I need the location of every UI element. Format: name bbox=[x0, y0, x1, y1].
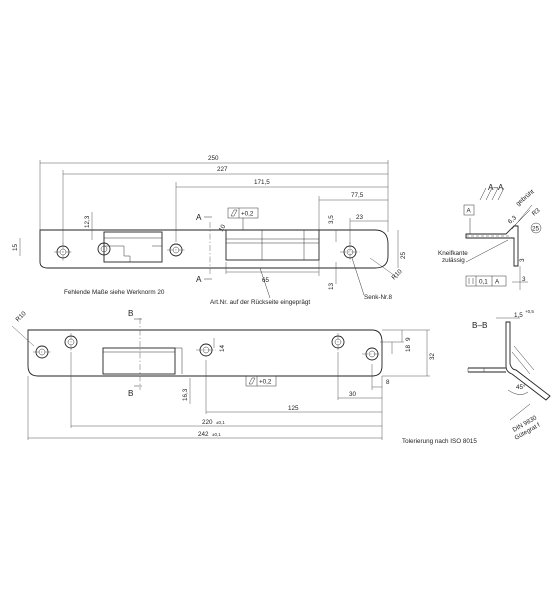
svg-text:220: 220 bbox=[202, 419, 213, 426]
bottom-latch-recess bbox=[102, 347, 176, 375]
dim-171-5: 171,5 bbox=[254, 179, 270, 186]
svg-text:+0,2: +0,2 bbox=[241, 211, 254, 218]
section-title-bb: B–B bbox=[472, 321, 488, 330]
top-latch-recess bbox=[103, 231, 163, 263]
svg-text:242: 242 bbox=[198, 431, 209, 438]
dim-12-3: 12,3 bbox=[84, 215, 91, 228]
dim-30: 30 bbox=[349, 391, 357, 398]
dim-3-5: 3,5 bbox=[328, 215, 335, 224]
dim-18: 18 bbox=[405, 344, 412, 352]
section-mark-b-bottom: B bbox=[128, 389, 134, 398]
bottom-view: B B R10 14 16,3 9 18 32 8 30 125 bbox=[11, 309, 477, 445]
top-view: A A 250 227 171,5 77,5 23 65 3,5 13 25 1… bbox=[12, 155, 407, 306]
dim-10: 10 bbox=[218, 223, 228, 233]
svg-text:0,1: 0,1 bbox=[479, 279, 488, 286]
missing-dims-note: Fehlende Maße siehe Werknorm 20 bbox=[64, 289, 165, 296]
dim-8: 8 bbox=[386, 379, 390, 386]
dim-6-3: 6,3 bbox=[507, 214, 519, 225]
edge-allowed-2: zulässig bbox=[442, 257, 465, 264]
dim-125: 125 bbox=[288, 405, 299, 412]
flatness-tolerance-bottom: +0,2 bbox=[245, 375, 277, 387]
section-b-b: B–B 1,5 +0,5 45° DIN 9830 Gütegrat f bbox=[467, 309, 551, 442]
dim-9: 9 bbox=[405, 337, 412, 341]
bottom-hole-5 bbox=[362, 347, 382, 361]
dim-227: 227 bbox=[217, 166, 228, 173]
dim-13: 13 bbox=[328, 282, 335, 290]
dim-65: 65 bbox=[262, 277, 270, 284]
svg-text:+0,2: +0,2 bbox=[259, 379, 272, 386]
section-title-aa: A–A bbox=[488, 183, 504, 192]
dim-1-5-tol: +0,5 bbox=[525, 309, 534, 314]
dim-16-3: 16,3 bbox=[182, 388, 189, 401]
top-hole-2 bbox=[97, 242, 111, 256]
top-hole-4 bbox=[340, 242, 360, 262]
section-mark-b-top: B bbox=[128, 309, 134, 318]
dim-14: 14 bbox=[219, 344, 226, 352]
top-strike-slot bbox=[225, 229, 320, 261]
dim-242: 242 ±0,1 bbox=[198, 431, 221, 438]
dim-r10-top: R10 bbox=[390, 268, 403, 281]
tolerance-note: Tolerierung nach ISO 8015 bbox=[402, 438, 477, 445]
dim-32: 32 bbox=[429, 352, 436, 360]
bottom-hole-3 bbox=[196, 343, 216, 357]
dim-23: 23 bbox=[356, 214, 364, 221]
dim-1-5: 1,5 bbox=[514, 312, 523, 319]
top-hole-1 bbox=[54, 243, 72, 261]
edge-allowed-1: Kneifkante bbox=[438, 250, 468, 257]
dim-r3: R3 bbox=[531, 207, 542, 218]
countersink-note: Senk-Nr.8 bbox=[364, 294, 392, 301]
dim-3: 3 bbox=[522, 276, 526, 283]
dim-220: 220 ±0,1 bbox=[202, 419, 225, 426]
section-mark-a-top: A bbox=[196, 213, 202, 222]
dim-15: 15 bbox=[12, 243, 19, 251]
section-bb-profile bbox=[505, 321, 551, 401]
section-mark-a-bottom: A bbox=[196, 275, 202, 284]
svg-text:±0,1: ±0,1 bbox=[212, 432, 221, 437]
bottom-hole-1 bbox=[33, 345, 51, 359]
ref-a: A bbox=[467, 208, 472, 215]
art-nr-note: Art.Nr. auf der Rückseite eingeprägt bbox=[210, 299, 310, 306]
flatness-tolerance-top: +0,2 bbox=[227, 207, 259, 230]
angle-45: 45° bbox=[516, 383, 526, 391]
section-a-a: A–A A gebrüht 6,3 R3 25 3 3 Kneifkante z… bbox=[438, 183, 542, 290]
bottom-hole-4 bbox=[331, 333, 345, 352]
dim-77-5: 77,5 bbox=[351, 192, 364, 199]
dim-r10-bottom: R10 bbox=[14, 310, 27, 323]
svg-text:A: A bbox=[495, 279, 500, 286]
parallelism-tolerance: 0,1 A bbox=[465, 275, 507, 287]
svg-text:±0,1: ±0,1 bbox=[216, 420, 225, 425]
top-hole-3 bbox=[167, 243, 185, 257]
dim-3-vertical: 3 bbox=[519, 258, 526, 262]
dim-25: 25 bbox=[400, 251, 407, 259]
top-plate-outline bbox=[39, 229, 389, 269]
bottom-plate-outline bbox=[27, 329, 383, 377]
section-aa-profile bbox=[465, 225, 519, 267]
deburred-label: gebrüht bbox=[515, 188, 536, 207]
dim-250: 250 bbox=[208, 155, 219, 162]
dim-25-circle: 25 bbox=[532, 226, 540, 233]
bottom-hole-2 bbox=[64, 333, 78, 352]
